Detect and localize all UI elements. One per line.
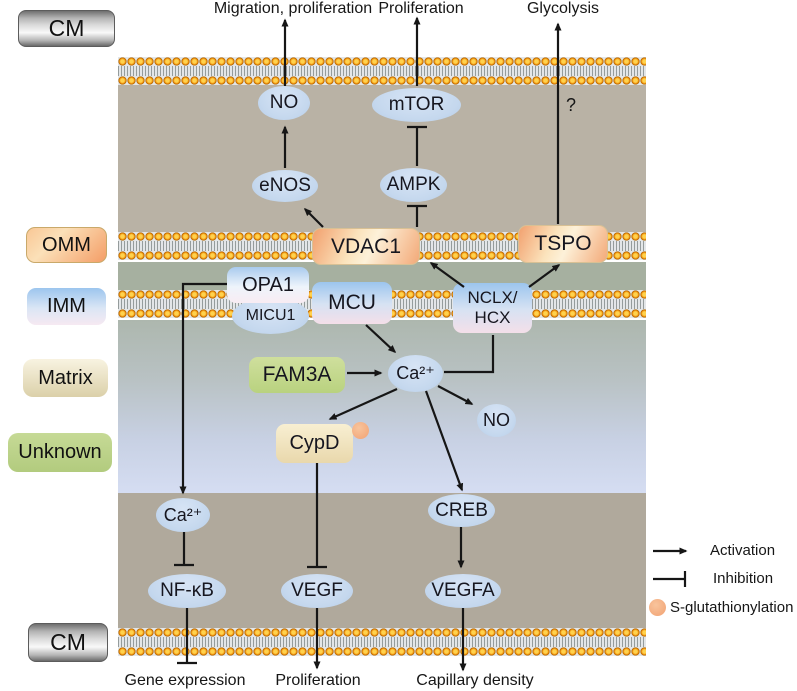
label-glycolysis: Glycolysis <box>526 0 599 17</box>
node-cypd: CypD <box>276 424 353 463</box>
node-vegfa: VEGFA <box>425 574 501 608</box>
node-opa1: OPA1 <box>227 267 309 303</box>
node-mtor: mTOR <box>372 88 461 122</box>
side-label-cm-top: CM <box>18 10 115 47</box>
legend-inhibition-label: Inhibition <box>713 570 774 587</box>
side-label-omm: OMM <box>26 227 107 263</box>
side-label-cm-bottom: CM <box>28 623 108 662</box>
side-label-imm: IMM <box>27 288 106 325</box>
cell-membrane-top <box>118 57 646 85</box>
label-migration-proliferation: Migration, proliferation <box>213 0 373 17</box>
s-glutathionylation-dot <box>352 422 369 439</box>
label-proliferation-bottom: Proliferation <box>275 672 361 689</box>
label-proliferation-top: Proliferation <box>378 0 464 17</box>
node-no-matrix: NO <box>477 404 516 437</box>
matrix-region <box>118 320 646 493</box>
nclx-line1: NCLX/ <box>467 287 518 307</box>
node-ampk: AMPK <box>380 168 447 202</box>
label-question-mark: ? <box>566 95 577 115</box>
cell-membrane-bottom <box>118 628 646 656</box>
node-nclx-hcx: NCLX/ HCX <box>453 283 532 333</box>
legend-activation-label: Activation <box>710 542 776 559</box>
node-enos: eNOS <box>252 170 318 202</box>
legend-s-glutathionylation-dot <box>649 599 666 616</box>
label-capillary-density: Capillary density <box>416 672 534 689</box>
nclx-line2: HCX <box>474 308 511 327</box>
node-ca-matrix: Ca²⁺ <box>388 355 443 392</box>
label-gene-expression: Gene expression <box>124 672 246 689</box>
node-nfkb: NF-κB <box>148 574 226 608</box>
node-ca-cyto: Ca²⁺ <box>156 498 210 532</box>
node-no-top: NO <box>258 86 310 120</box>
side-label-matrix: Matrix <box>23 359 108 397</box>
node-mcu: MCU <box>312 282 392 324</box>
node-vdac1: VDAC1 <box>312 228 420 265</box>
node-micu1: MICU1 <box>232 298 309 334</box>
node-fam3a: FAM3A <box>249 357 345 393</box>
legend-s-glutathionylation-label: S-glutathionylation <box>670 599 794 616</box>
node-tspo: TSPO <box>518 225 608 263</box>
node-creb: CREB <box>428 494 495 527</box>
side-label-unknown: Unknown <box>8 433 112 472</box>
node-vegf: VEGF <box>281 574 353 608</box>
